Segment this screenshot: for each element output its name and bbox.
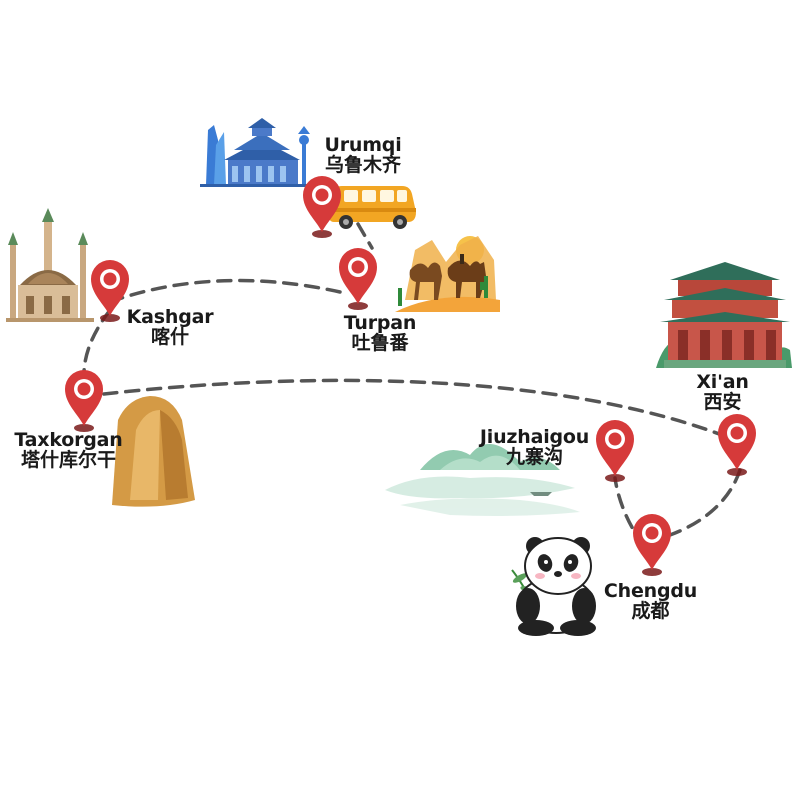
map-pin-taxkorgan[interactable] xyxy=(65,370,103,432)
city-label-chengdu: Chengdu 成都 xyxy=(598,580,703,622)
city-skyline-icon xyxy=(200,118,312,187)
route-pins xyxy=(65,176,756,576)
map-pin-jiuzhaigou[interactable] xyxy=(596,420,634,482)
city-name-en: Kashgar xyxy=(126,306,214,328)
city-name-zh: 塔什库尔干 xyxy=(20,448,116,471)
city-name-zh: 九寨沟 xyxy=(505,445,563,468)
rock-mountain-icon xyxy=(112,396,195,507)
camel-desert-icon xyxy=(395,236,500,312)
map-pin-urumqi[interactable] xyxy=(303,176,341,238)
pagoda-gate-icon xyxy=(656,262,792,368)
city-name-en: Turpan xyxy=(343,312,417,334)
route-xian-chengdu xyxy=(668,468,742,537)
city-name-en: Xi'an xyxy=(696,371,749,393)
route-urumqi-turpan xyxy=(356,222,374,250)
map-pin-xian[interactable] xyxy=(718,414,756,476)
city-label-xian: Xi'an 西安 xyxy=(685,371,760,413)
city-name-zh: 成都 xyxy=(631,599,670,622)
city-label-urumqi: Urumqi 乌鲁木齐 xyxy=(318,134,408,176)
mosque-icon xyxy=(6,208,94,322)
city-name-en: Taxkorgan xyxy=(14,429,123,451)
city-name-en: Urumqi xyxy=(324,134,402,156)
city-name-en: Chengdu xyxy=(603,580,698,602)
city-name-zh: 西安 xyxy=(703,390,742,413)
map-pin-chengdu[interactable] xyxy=(633,514,671,576)
city-label-kashgar: Kashgar 喀什 xyxy=(120,306,220,348)
map-pin-turpan[interactable] xyxy=(339,248,377,310)
panda-icon xyxy=(511,537,596,636)
city-label-jiuzhaigou: Jiuzhaigou 九寨沟 xyxy=(472,426,597,468)
bus-icon xyxy=(328,186,416,229)
city-label-turpan: Turpan 吐鲁番 xyxy=(335,312,425,354)
city-name-zh: 吐鲁番 xyxy=(351,331,409,354)
city-name-zh: 喀什 xyxy=(150,325,189,348)
city-name-en: Jiuzhaigou xyxy=(479,426,590,448)
route-turpan-kashgar xyxy=(108,278,342,304)
lake-mountain-icon xyxy=(385,444,580,516)
city-label-taxkorgan: Taxkorgan 塔什库尔干 xyxy=(6,429,131,471)
city-name-zh: 乌鲁木齐 xyxy=(324,153,401,176)
route-taxkorgan-xian xyxy=(102,378,737,442)
